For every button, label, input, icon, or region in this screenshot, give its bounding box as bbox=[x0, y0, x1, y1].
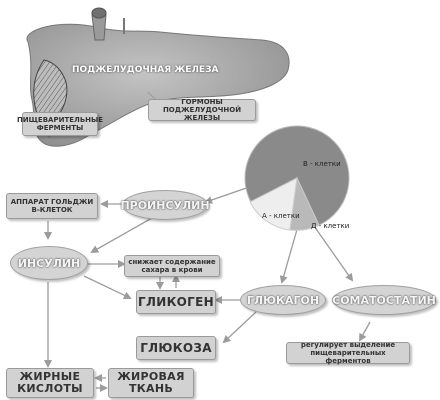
glucagon-node: ГЛЮКАГОН bbox=[240, 285, 326, 315]
insulin-node: ИНСУЛИН bbox=[10, 246, 88, 280]
pancreas-hormones-label: ГОРМОНЫ ПОДЖЕЛУДОЧНОЙ ЖЕЛЕЗЫ bbox=[148, 98, 256, 122]
somatostatin-node: СОМАТОСТАТИН bbox=[332, 285, 436, 315]
arrow-glucagon-to-glucose bbox=[222, 311, 257, 344]
lowers-sugar-box: снижает содержание сахара в крови bbox=[124, 255, 220, 277]
arrow-a-to-glucagon bbox=[279, 225, 299, 284]
b-cells-label: В - клетки bbox=[303, 160, 341, 168]
golgi-box: АППАРАТ ГОЛЬДЖИ В-КЛЕТОК bbox=[6, 193, 98, 219]
glucose-box: ГЛЮКОЗА bbox=[136, 336, 216, 360]
d-cells-label: Д - клетки bbox=[311, 222, 350, 230]
organ-title: ПОДЖЕЛУДОЧНАЯ ЖЕЛЕЗА bbox=[72, 65, 219, 75]
islet-pie bbox=[244, 125, 350, 231]
proinsulin-node: ПРОИНСУЛИН bbox=[120, 190, 210, 220]
fatty-acids-box: ЖИРНЫЕ КИСЛОТЫ bbox=[6, 368, 94, 398]
arrow-proinsulin-to-insulin bbox=[90, 217, 153, 253]
digestive-enzymes-label: ПИЩЕВАРИТЕЛЬНЫЕ ФЕРМЕНТЫ bbox=[17, 112, 103, 136]
a-cells-sector bbox=[249, 177, 298, 231]
enzyme-sac-icon bbox=[33, 59, 68, 129]
arrow-somatostatin-to-regulates bbox=[359, 321, 371, 342]
arrow-insulin-to-glycogen bbox=[83, 275, 132, 300]
a-cells-label: А - клетки bbox=[262, 212, 300, 220]
regulates-box: регулирует выделение пищеварительных фер… bbox=[286, 341, 410, 365]
arrow-d-to-somatostatin bbox=[313, 225, 354, 282]
adipose-tissue-box: ЖИРОВАЯ ТКАНЬ bbox=[108, 368, 194, 398]
d-cells-sector bbox=[289, 176, 320, 231]
glycogen-box: ГЛИКОГЕН bbox=[136, 290, 216, 314]
